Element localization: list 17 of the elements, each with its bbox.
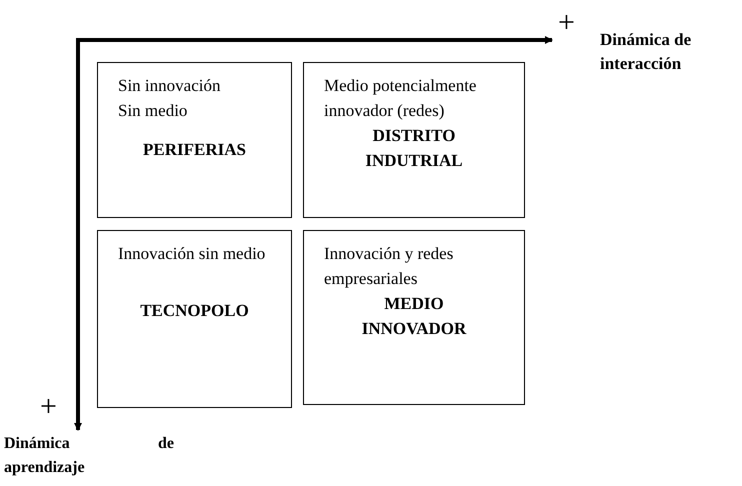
quadrant-box <box>97 62 292 218</box>
quadrant-title: TECNOPOLO <box>140 300 249 322</box>
quadrant-box <box>97 230 292 408</box>
quadrant-description: Innovación y redes empresariales <box>324 243 454 290</box>
quadrant-description: Sin medio <box>118 100 188 122</box>
plus-sign: + <box>40 392 58 422</box>
axis-label: Dinámica de aprendizaje <box>4 434 174 478</box>
axis-label: Dinámica de interacción <box>600 29 692 75</box>
quadrant-title: MEDIO INNOVADOR <box>360 293 468 340</box>
quadrant-description: Innovación sin medio <box>118 243 266 265</box>
quadrant-description: Sin innovación <box>118 75 222 97</box>
quadrant-title: DISTRITO INDUTRIAL <box>364 125 464 172</box>
quadrant-box <box>303 62 525 218</box>
plus-sign: + <box>558 8 576 38</box>
quadrant-title: PERIFERIAS <box>143 139 246 161</box>
quadrant-description: Medio potencialmente innovador (redes) <box>324 75 478 122</box>
quadrant-box <box>303 230 525 405</box>
